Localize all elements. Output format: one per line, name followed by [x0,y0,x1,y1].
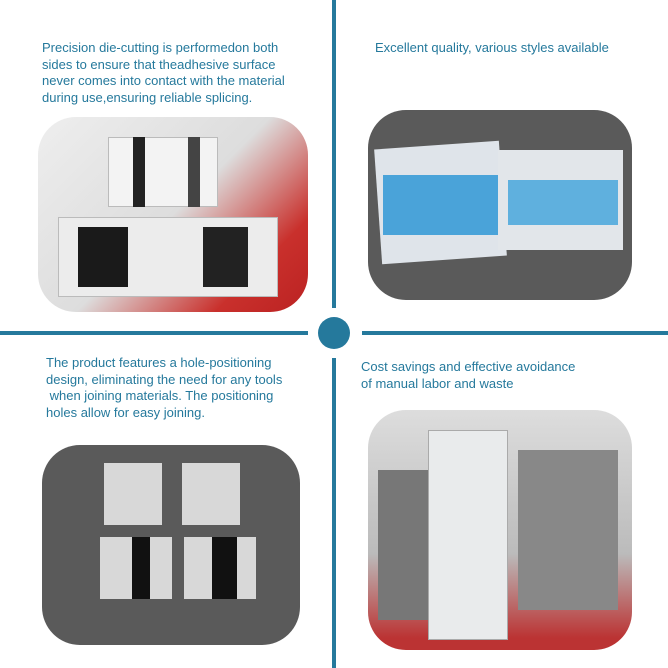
q3-caption: The product features a hole-positioning … [46,355,283,420]
hole-positioning-photo [42,445,300,645]
divider-vertical-bottom [332,358,336,668]
divider-vertical-top [332,0,336,308]
packaged-tape-photo [368,110,632,300]
splice-tape-photo [38,117,308,312]
divider-horizontal-left [0,331,308,335]
q1-caption: Precision die-cutting is performedon bot… [42,40,285,105]
q2-caption: Excellent quality, various styles availa… [375,40,609,55]
smt-machine-photo [368,410,632,650]
center-dot [318,317,350,349]
q4-caption: Cost savings and effective avoidance of … [361,359,576,391]
divider-horizontal-right [362,331,668,335]
